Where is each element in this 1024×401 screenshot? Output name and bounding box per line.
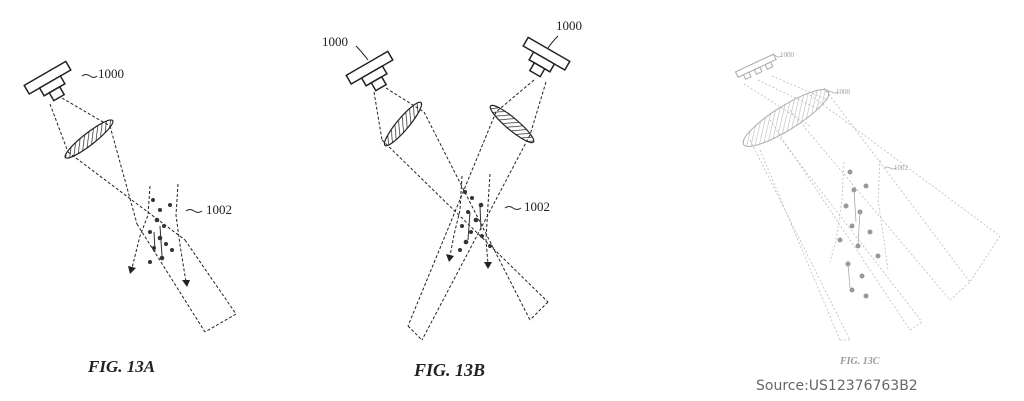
pattern-arrows (131, 183, 187, 283)
dot-pattern (837, 169, 881, 299)
lens-1008-icon (742, 89, 830, 147)
ref-label-1000-right: 1000 (556, 18, 582, 33)
ref-label-1002: 1002 (206, 202, 232, 217)
device-1000-left-icon (345, 50, 394, 92)
pattern-arrows (829, 159, 889, 271)
ref-label-1008: 1008 (836, 88, 851, 96)
dot-pattern (148, 198, 174, 264)
dot-pattern (458, 190, 492, 252)
device-1000-right-icon (522, 36, 571, 78)
device-1000-icon (23, 60, 72, 102)
ref-label-1000-left: 1000 (322, 34, 348, 49)
ref-label-1000: 1000 (780, 51, 795, 59)
figure-13b: 1000 1000 1002 FIG. 13B (300, 0, 630, 401)
device-1000-icon (734, 53, 777, 80)
figure-13c: 1000 1008 1002 FIG. 13C Source:US1237676… (700, 0, 1024, 401)
source-label: Source:US12376763B2 (756, 378, 918, 394)
lens-icon (64, 119, 114, 159)
ref-label-1002: 1002 (894, 164, 909, 172)
lens-left-icon (383, 101, 423, 147)
figure-13a: 1000 1002 FIG. 13A (0, 0, 300, 401)
figure-caption: FIG. 13C (840, 356, 880, 367)
ref-label-1002: 1002 (524, 199, 550, 214)
figure-caption: FIG. 13B (414, 360, 486, 380)
ref-label-1000: 1000 (98, 66, 124, 81)
light-beam (373, 79, 549, 341)
lens-right-icon (489, 104, 535, 144)
figure-caption: FIG. 13A (88, 357, 156, 376)
pattern-arrows (449, 173, 491, 265)
